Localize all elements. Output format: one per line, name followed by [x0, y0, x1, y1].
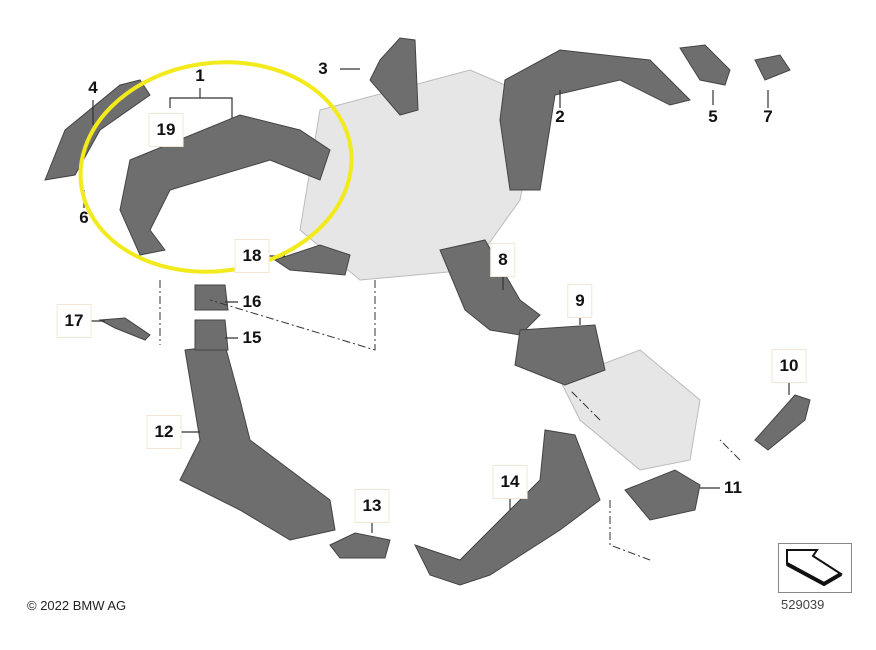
callout-18[interactable]: 18 — [234, 239, 270, 273]
callout-8[interactable]: 8 — [490, 243, 516, 277]
callout-4[interactable]: 4 — [88, 78, 98, 97]
blower-housing — [559, 349, 701, 471]
callout-2[interactable]: 2 — [555, 107, 565, 126]
callout-5[interactable]: 5 — [708, 107, 718, 126]
callout-10[interactable]: 10 — [771, 349, 807, 383]
callout-1[interactable]: 1 — [195, 66, 205, 85]
copyright-text: © 2022 BMW AG — [27, 598, 127, 613]
callout-6[interactable]: 6 — [79, 208, 89, 227]
leader-lines — [159, 280, 741, 561]
callout-17[interactable]: 17 — [56, 304, 92, 338]
image-number: 529039 — [781, 597, 825, 612]
callout-13[interactable]: 13 — [354, 489, 390, 523]
callout-12[interactable]: 12 — [146, 415, 182, 449]
highlight-ellipse — [78, 60, 354, 274]
callout-3[interactable]: 3 — [318, 59, 328, 78]
callout-16[interactable]: 16 — [242, 292, 262, 311]
callout-14[interactable]: 14 — [492, 465, 528, 499]
callout-leaders — [83, 68, 790, 533]
callout-19[interactable]: 19 — [148, 113, 184, 147]
callout-9[interactable]: 9 — [567, 284, 593, 318]
callout-11[interactable]: 11 — [724, 478, 742, 497]
hvac-unit — [299, 69, 701, 471]
callout-15[interactable]: 15 — [242, 328, 262, 347]
callout-7[interactable]: 7 — [763, 107, 773, 126]
air-ducts — [44, 37, 811, 586]
view-direction-icon — [778, 543, 852, 593]
